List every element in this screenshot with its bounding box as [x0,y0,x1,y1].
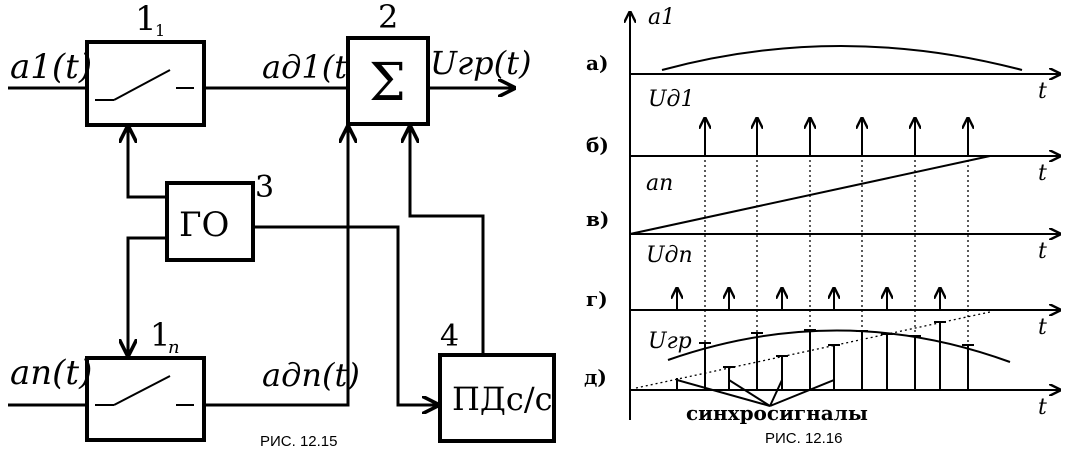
caption-fig15: РИС. 12.15 [260,433,338,450]
sync-guides [704,120,969,390]
wire-go-pd [253,225,438,405]
t-label-d: t [1038,395,1047,420]
sync-callout [676,379,835,407]
switch-block-n [85,356,206,442]
t-label-a: t [1038,79,1047,104]
blockn-subscript: n [168,337,180,358]
go-block: ГО [165,181,255,262]
row-label-a: а) [586,51,608,75]
pd-label: ПДс/с [452,380,553,418]
pulses-ud1 [705,118,968,156]
y-label-ud1: Uд1 [648,87,694,112]
wire-adn [204,127,348,407]
go-number: 3 [255,170,274,205]
block-diagram: 1 1 a1(t) aд1(t) Σ 2 Uгр(t) ГО 3 [8,0,556,450]
input-a1-label: a1(t) [10,47,92,87]
blockn-number: 1 [150,316,170,354]
t-label-g: t [1038,315,1047,340]
ugr-label: Uгр(t) [430,44,531,82]
go-label: ГО [179,205,229,245]
sum-symbol: Σ [369,53,406,113]
row-label-v: в) [586,207,609,231]
pd-block: ПДс/с [438,353,556,443]
caption-fig16: РИС. 12.16 [765,430,843,447]
sum-block: Σ [346,36,430,126]
input-an-label: an(t) [10,353,92,393]
pulses-udn [677,288,940,310]
signal-an [629,155,991,235]
group-signal-pulses [676,321,974,390]
row-label-b: б) [586,133,609,157]
wire-pd-sum [410,127,485,355]
sync-label: синхросигналы [686,401,868,425]
y-label-an: an [646,171,673,196]
block1-subscript: 1 [155,21,165,40]
wire-go-sw1 [128,127,167,199]
wire-go-swn [128,236,167,355]
pd-number: 4 [440,319,459,354]
sum-number: 2 [378,0,398,36]
envelope-a1 [667,329,1011,363]
adn-label: aдn(t) [262,356,360,394]
timing-diagram: a1 а) t Uд1 б) t an в) t [584,5,1060,447]
row-label-g: г) [586,287,608,311]
row-label-d: д) [584,365,607,389]
y-label-udn: Uдn [646,243,693,268]
block1-number: 1 [135,0,157,39]
y-label-a1: a1 [648,5,675,30]
switch-block-1 [85,40,206,127]
ad1-label: aд1(t) [262,48,360,86]
signal-a1 [661,45,1023,71]
t-label-v: t [1038,239,1047,264]
y-label-ugr: Uгр [648,329,692,354]
t-label-b: t [1038,161,1047,186]
envelope-an [635,311,991,389]
